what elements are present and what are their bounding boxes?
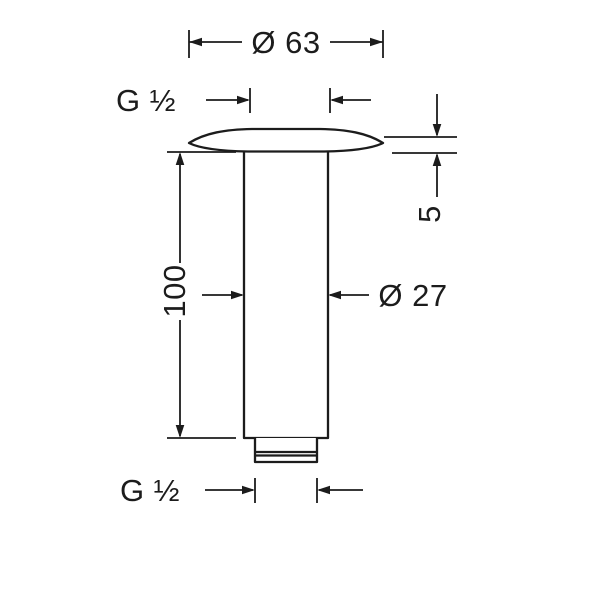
dim-top-diameter: Ø 63 xyxy=(188,25,384,60)
arrow-left-icon xyxy=(189,37,202,47)
arrow-left-icon xyxy=(328,290,341,300)
arrow-down-icon xyxy=(175,425,185,438)
arrow-up-icon xyxy=(175,152,185,165)
dim-label-flange-thickness: 5 xyxy=(412,205,447,223)
part-outline xyxy=(187,127,385,464)
bottom-thread-tip xyxy=(253,438,319,464)
dim-label-top-thread: G ½ xyxy=(116,83,176,118)
arrow-right-icon xyxy=(237,95,250,105)
dim-label-top-diameter: Ø 63 xyxy=(251,25,320,60)
arrow-right-icon xyxy=(370,37,383,47)
arrow-left-icon xyxy=(317,485,330,495)
pipe-body xyxy=(242,151,330,440)
dim-flange-thickness: 5 xyxy=(384,94,457,223)
dim-label-body-length: 100 xyxy=(157,264,192,317)
dim-bottom-thread: G ½ xyxy=(120,473,363,508)
dim-label-body-diameter: Ø 27 xyxy=(378,278,447,313)
dim-top-thread: G ½ xyxy=(116,83,371,118)
arrow-down-icon xyxy=(432,124,442,137)
arrow-up-icon xyxy=(432,153,442,166)
arrow-right-icon xyxy=(231,290,244,300)
dim-label-bottom-thread: G ½ xyxy=(120,473,180,508)
dim-body-diameter: Ø 27 xyxy=(202,278,447,313)
arrow-left-icon xyxy=(330,95,343,105)
dim-body-length: 100 xyxy=(157,151,236,439)
flange-profile xyxy=(187,127,385,153)
arrow-right-icon xyxy=(242,485,255,495)
